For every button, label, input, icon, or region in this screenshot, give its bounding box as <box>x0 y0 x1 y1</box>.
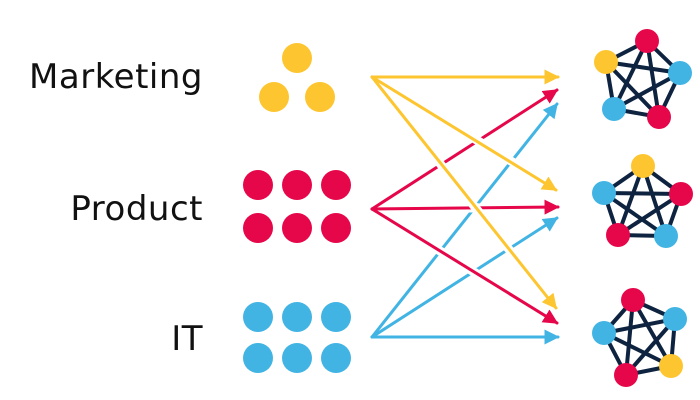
it-members <box>243 302 351 373</box>
team-network-1 <box>594 29 692 129</box>
member-dot <box>243 343 273 373</box>
member-dot <box>282 343 312 373</box>
arrow-product-to-team-1 <box>370 88 559 211</box>
arrow-product-to-team-3 <box>370 207 559 325</box>
node-product <box>635 29 659 53</box>
node-product <box>621 288 645 312</box>
arrow-product-to-team-2 <box>370 199 560 215</box>
node-it <box>654 224 678 248</box>
member-dot <box>305 82 335 112</box>
member-dot <box>282 170 312 200</box>
node-marketing <box>594 50 618 74</box>
arrow-marketing-to-team-3 <box>370 75 558 310</box>
node-marketing <box>631 154 655 178</box>
marketing-members <box>259 43 335 112</box>
member-dot <box>243 213 273 243</box>
node-product <box>647 105 671 129</box>
team-network-2 <box>592 154 693 248</box>
node-product <box>669 182 693 206</box>
member-dot <box>243 170 273 200</box>
member-dot <box>321 343 351 373</box>
group-label-it: IT <box>171 319 203 359</box>
node-it <box>663 307 687 331</box>
member-dot <box>282 302 312 332</box>
member-dot <box>321 302 351 332</box>
arrow-it-to-team-1 <box>370 102 559 339</box>
member-dot <box>321 213 351 243</box>
member-dot <box>243 302 273 332</box>
node-it <box>592 181 616 205</box>
team-network-3 <box>592 288 687 387</box>
member-dot <box>282 43 312 73</box>
node-product <box>606 223 630 247</box>
node-marketing <box>659 354 683 378</box>
marketing-arrows <box>370 69 560 310</box>
product-members <box>243 170 351 243</box>
arrow-marketing-to-team-2 <box>370 75 558 192</box>
member-dot <box>321 170 351 200</box>
group-label-marketing: Marketing <box>29 57 203 97</box>
product-arrows <box>370 88 560 325</box>
it-arrows <box>370 102 560 345</box>
node-it <box>668 61 692 85</box>
arrow-it-to-team-2 <box>370 216 559 339</box>
node-it <box>592 321 616 345</box>
group-label-product: Product <box>70 189 203 229</box>
node-product <box>614 363 638 387</box>
member-dot <box>259 82 289 112</box>
member-dot <box>282 213 312 243</box>
node-it <box>602 97 626 121</box>
